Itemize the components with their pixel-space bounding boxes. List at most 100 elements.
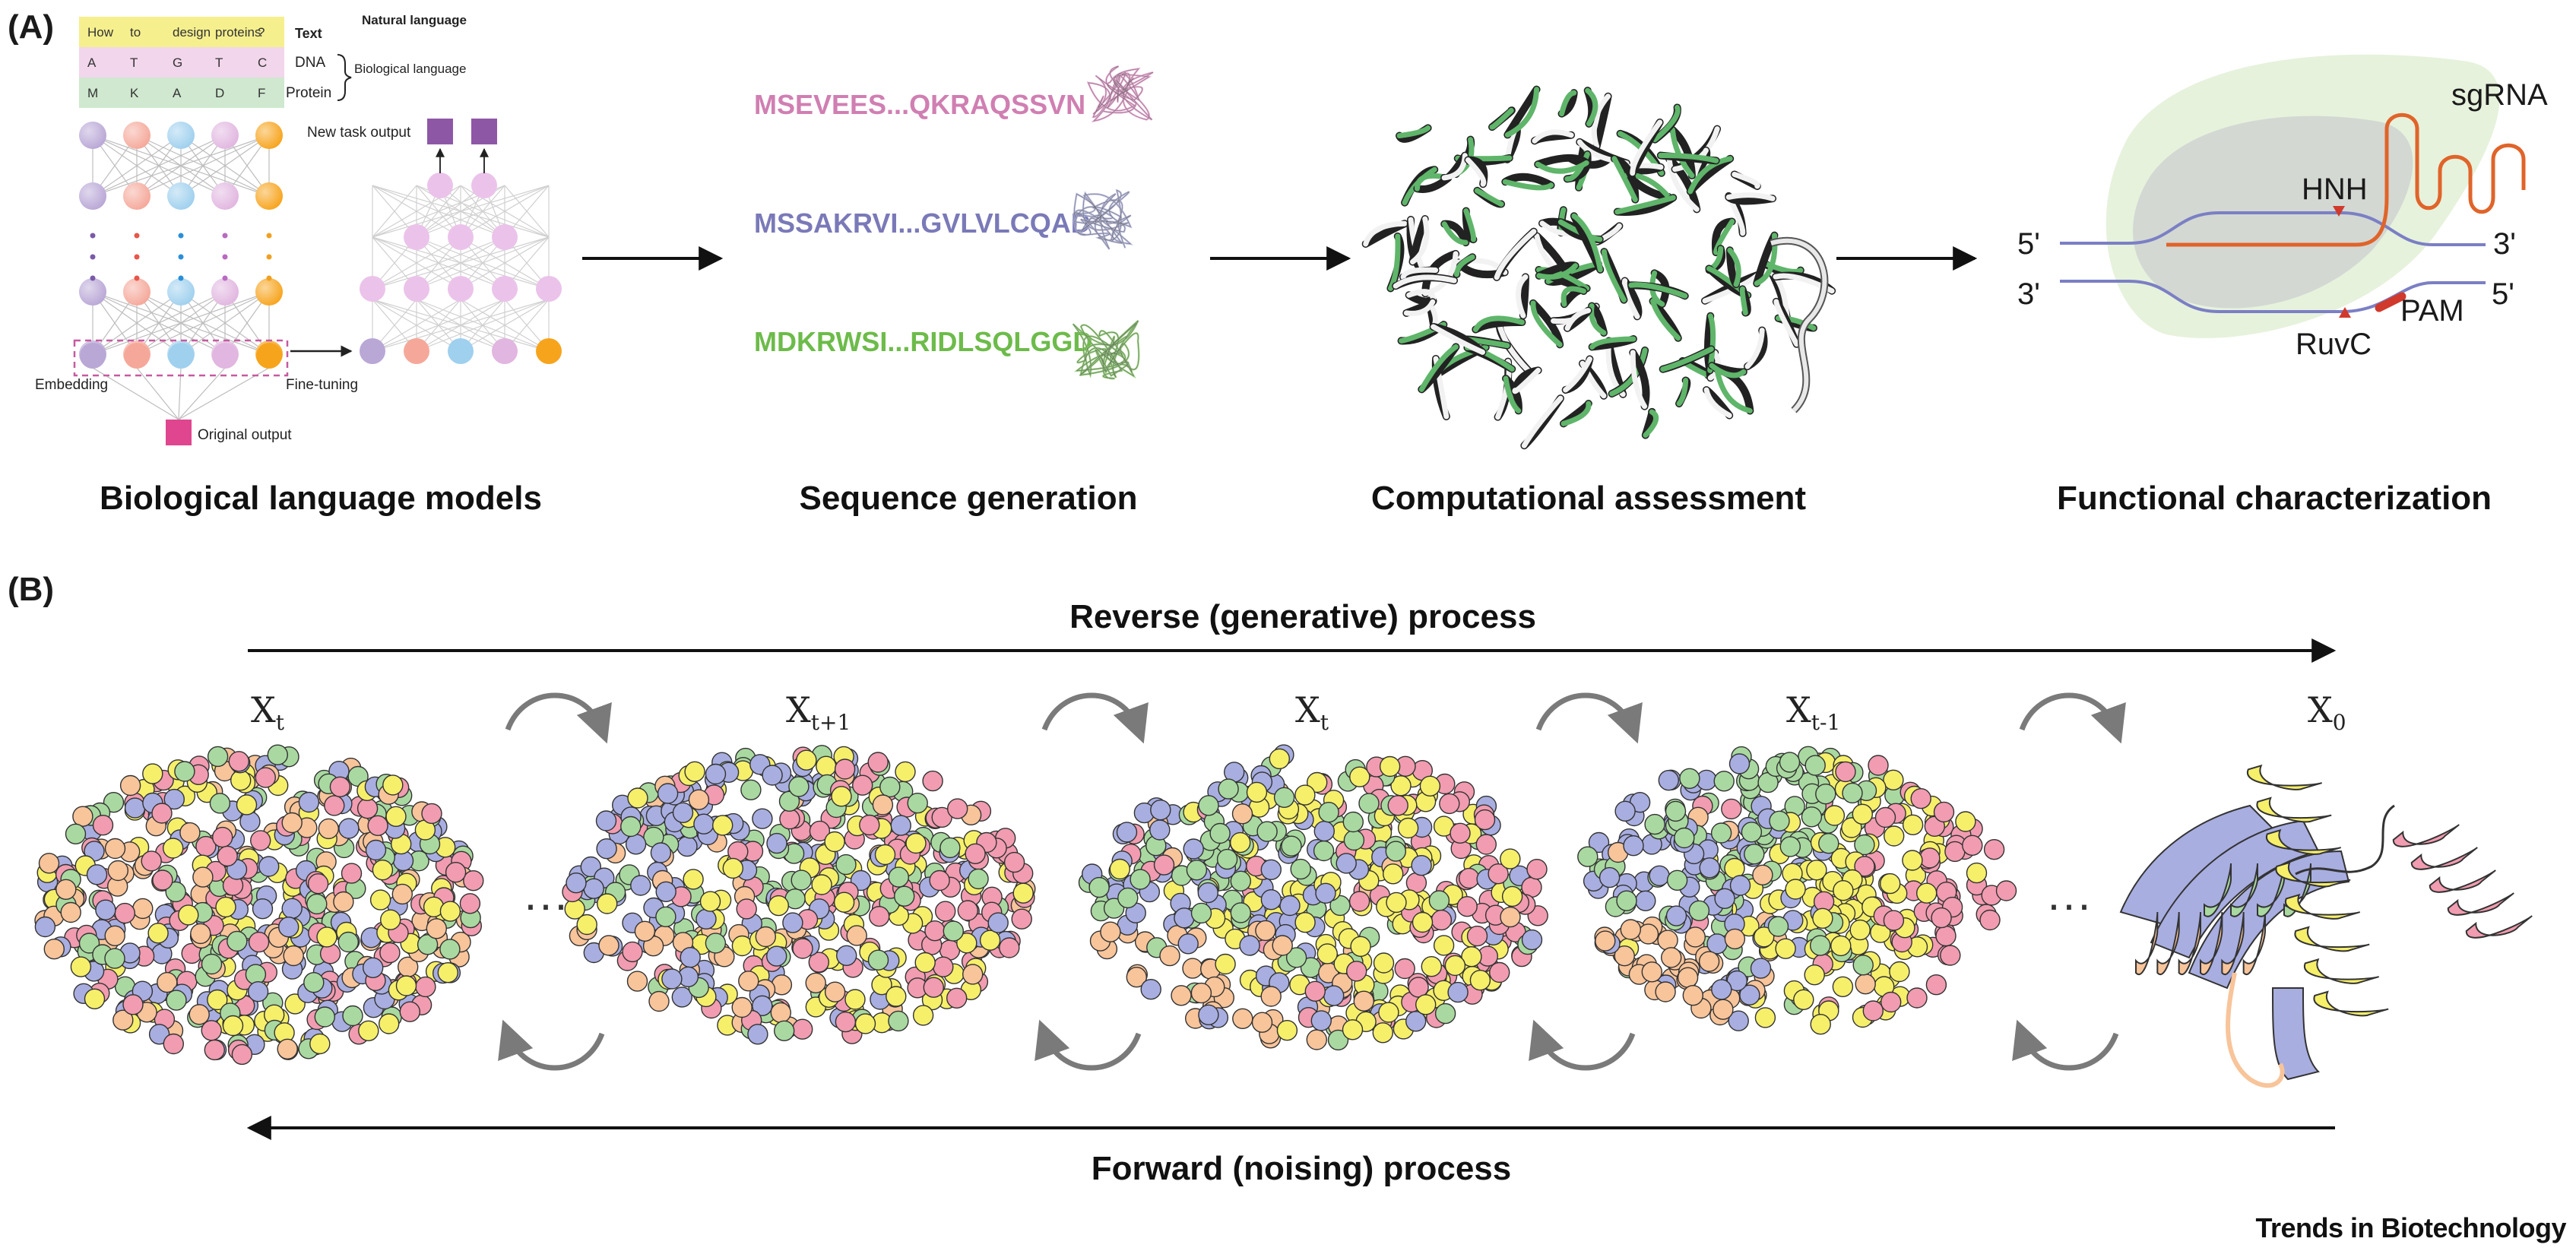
node-shade (79, 122, 106, 149)
bead (768, 895, 790, 917)
beta-strand-2 (2150, 819, 2320, 959)
bead (1458, 867, 1480, 889)
ribbon (1602, 249, 1627, 303)
bead (766, 945, 787, 967)
dot (266, 233, 272, 239)
bead (258, 856, 280, 877)
bead (437, 961, 458, 983)
state-labels: Xt Xt+1 Xt Xt-1 X0 (251, 689, 2346, 735)
bead (1637, 923, 1659, 945)
edge (92, 135, 182, 197)
bead (688, 789, 710, 810)
bead (933, 956, 954, 977)
bead (1501, 885, 1523, 907)
bead (824, 981, 846, 1002)
edge (92, 291, 270, 355)
dot (134, 254, 140, 260)
bead (939, 837, 961, 859)
bead (415, 976, 436, 998)
sgrna-label: sgRNA (2451, 78, 2548, 112)
bead (1379, 755, 1401, 778)
bead (1835, 761, 1856, 783)
node-shade (255, 182, 283, 210)
edge (92, 291, 182, 355)
dot (134, 233, 140, 239)
bead (893, 885, 915, 907)
bead (1852, 803, 1874, 825)
ribbon-outline (1629, 348, 1650, 410)
helix-turn (2447, 892, 2514, 916)
bead (1699, 857, 1720, 879)
ribbon (1571, 213, 1603, 273)
bead (1100, 921, 1121, 942)
bead (1710, 822, 1732, 844)
bead (1614, 800, 1636, 822)
dot (90, 233, 96, 239)
bead (342, 1005, 363, 1027)
bead (912, 1005, 934, 1026)
bead (923, 977, 945, 998)
ribbon-outline (1668, 125, 1696, 180)
node (404, 338, 429, 364)
bead (1439, 793, 1460, 815)
finetuned-network (360, 173, 562, 364)
bead (738, 971, 759, 992)
state-label-3: Xt (1295, 689, 1329, 735)
bead (1698, 951, 1720, 972)
bead (834, 759, 856, 780)
helix-turn (2156, 911, 2180, 976)
ribbon (1676, 377, 1689, 407)
bead (363, 957, 384, 979)
bead (1962, 835, 1983, 857)
edge (416, 299, 550, 352)
bead (1230, 870, 1252, 892)
bead (267, 744, 288, 765)
bead (1276, 1019, 1298, 1041)
cycle-arrows (498, 692, 2126, 1071)
bead (868, 905, 890, 927)
bead (1812, 907, 1833, 930)
ribbon (1714, 366, 1753, 414)
bead (1350, 936, 1371, 958)
bead (439, 901, 461, 922)
bead (1433, 935, 1455, 956)
new-task-square-2 (471, 119, 497, 144)
bead (1327, 1029, 1349, 1051)
ribbon (1403, 299, 1436, 316)
bead (207, 746, 229, 768)
bead (1197, 882, 1219, 904)
ribbon (1628, 282, 1688, 299)
bead (1011, 908, 1032, 930)
bead (1830, 935, 1852, 957)
bead (1769, 810, 1790, 832)
bead (1880, 991, 1902, 1013)
hnh-cut (2333, 206, 2345, 217)
bead (1474, 809, 1496, 831)
ribbon (1727, 247, 1741, 287)
sequence-2: MSSAKRVI...GVLVLCQAD (754, 207, 1091, 239)
bead (1231, 803, 1253, 825)
bead (1159, 945, 1180, 967)
sequence-structures (1072, 65, 1154, 380)
bead (684, 761, 705, 782)
bead (779, 808, 800, 830)
bead (580, 856, 601, 878)
bead (808, 952, 830, 973)
bead (1488, 961, 1510, 983)
bead (141, 850, 162, 872)
ribbon (1536, 263, 1579, 280)
ribbon (1532, 129, 1574, 144)
bead (1666, 869, 1688, 892)
bead (163, 788, 185, 810)
bead (1868, 755, 1889, 776)
bead (1842, 782, 1863, 804)
bead (809, 820, 831, 842)
bead (1658, 769, 1680, 791)
bead (307, 873, 329, 895)
bead (1469, 969, 1491, 991)
bead (1641, 961, 1663, 983)
bead (162, 838, 184, 859)
helix-turn (2410, 847, 2478, 870)
bead (648, 990, 670, 1012)
